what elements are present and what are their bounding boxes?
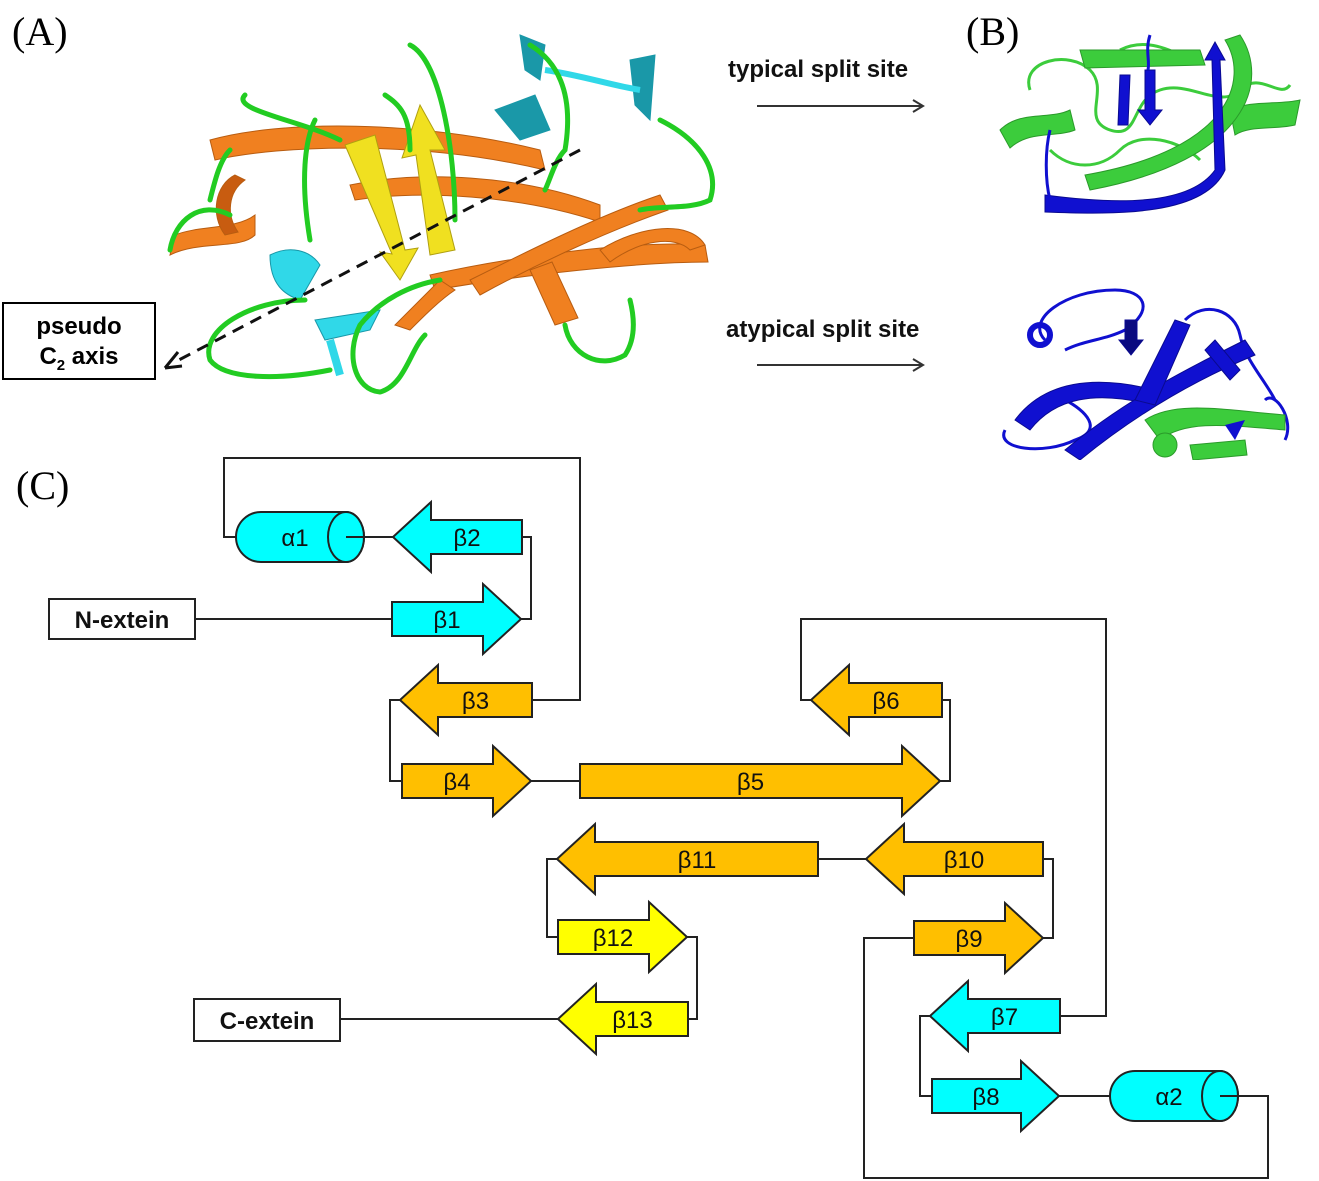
panel-label-c: (C) bbox=[16, 463, 70, 508]
strand-b10: β10 bbox=[864, 821, 1044, 897]
atypical-split-arrow-icon bbox=[757, 358, 925, 372]
helix-a1: α1 bbox=[235, 511, 366, 563]
strand-arrow-shape bbox=[401, 743, 533, 819]
strand-b6: β6 bbox=[809, 662, 943, 738]
strand-label: β5 bbox=[737, 769, 764, 796]
strand-label: β3 bbox=[462, 688, 489, 715]
connector-b1-b2 bbox=[521, 536, 532, 620]
strand-label: β4 bbox=[443, 769, 470, 796]
ribbon-green-loops bbox=[167, 42, 716, 395]
strand-label: β11 bbox=[678, 847, 717, 874]
strand-arrow-shape bbox=[391, 581, 523, 657]
atypical-split-structure bbox=[1002, 288, 1290, 460]
connector-b12-b13 bbox=[687, 936, 698, 1020]
connector-b7-b8 bbox=[919, 1015, 932, 1097]
connector-b3-b4 bbox=[389, 699, 402, 782]
extein-label: C-extein bbox=[220, 1008, 315, 1035]
connector-b6-b7 bbox=[800, 618, 1107, 1017]
typical-split-label: typical split site bbox=[728, 56, 909, 83]
strand-b1: β1 bbox=[391, 581, 523, 657]
strand-arrow-shape bbox=[579, 743, 942, 819]
n-extein-box: N-extein bbox=[48, 598, 196, 640]
helix-label: α1 bbox=[281, 525, 308, 552]
strand-arrow-shape bbox=[391, 499, 523, 575]
connector-lines bbox=[195, 457, 1269, 1179]
strand-b2: β2 bbox=[391, 499, 523, 575]
extein-label: N-extein bbox=[75, 607, 170, 634]
helix-a2: α2 bbox=[1109, 1070, 1240, 1122]
connector-b9-b10 bbox=[1043, 858, 1054, 939]
axis-arrowhead-icon bbox=[163, 351, 183, 370]
atypical-split-label: atypical split site bbox=[726, 316, 920, 343]
strand-b3: β3 bbox=[398, 662, 533, 738]
extein-rect bbox=[48, 598, 196, 640]
pseudo-c2-axis-line bbox=[174, 148, 581, 364]
strand-arrow-shape bbox=[864, 821, 1044, 897]
axis-c: C bbox=[39, 343, 57, 370]
connector-a2-b9 bbox=[863, 937, 1269, 1179]
strand-b13: β13 bbox=[556, 981, 689, 1057]
strand-b7: β7 bbox=[928, 978, 1061, 1054]
strand-label: β9 bbox=[955, 926, 982, 953]
connector-b5-b6 bbox=[940, 699, 951, 782]
axis-rest: axis bbox=[65, 343, 119, 370]
strand-label: β2 bbox=[453, 525, 480, 552]
strand-b8: β8 bbox=[931, 1058, 1061, 1134]
strand-label: β6 bbox=[872, 688, 899, 715]
panel-label-a: (A) bbox=[12, 9, 68, 54]
strand-arrow-shape bbox=[913, 900, 1045, 976]
strand-label: β12 bbox=[593, 925, 634, 952]
strand-label: β8 bbox=[972, 1084, 999, 1111]
pseudo-c2-axis-label: pseudo C2 axis bbox=[2, 302, 156, 380]
strand-label: β7 bbox=[991, 1004, 1018, 1031]
strand-arrow-shape bbox=[928, 978, 1061, 1054]
strand-label: β13 bbox=[612, 1007, 653, 1034]
ribbon-cyan-helices bbox=[269, 34, 656, 377]
axis-subscript: 2 bbox=[56, 356, 66, 374]
axis-line2: C2 axis bbox=[4, 342, 154, 381]
strand-b4: β4 bbox=[401, 743, 533, 819]
extein-rect bbox=[193, 998, 341, 1042]
connector-b11-b12 bbox=[546, 858, 558, 938]
strand-arrow-shape bbox=[931, 1058, 1061, 1134]
strand-arrow-shape bbox=[557, 899, 689, 975]
axis-line1: pseudo bbox=[36, 313, 122, 340]
strand-b12: β12 bbox=[557, 899, 689, 975]
strand-label: β1 bbox=[433, 607, 460, 634]
strand-label: β10 bbox=[944, 847, 985, 874]
helix-label: α2 bbox=[1155, 1084, 1182, 1111]
strand-b5: β5 bbox=[579, 743, 942, 819]
c-extein-box: C-extein bbox=[193, 998, 341, 1042]
typical-split-arrow-icon bbox=[757, 99, 925, 113]
strand-b9: β9 bbox=[913, 900, 1045, 976]
strand-arrow-shape bbox=[398, 662, 533, 738]
panel-label-b: (B) bbox=[966, 9, 1020, 54]
connector-a1-b3 bbox=[223, 457, 581, 701]
strand-b11: β11 bbox=[555, 821, 819, 897]
strand-arrow-shape bbox=[555, 821, 819, 897]
typical-split-structure bbox=[999, 34, 1301, 214]
strand-arrow-shape bbox=[809, 662, 943, 738]
panel-a-structure bbox=[163, 34, 716, 395]
strand-arrow-shape bbox=[556, 981, 689, 1057]
